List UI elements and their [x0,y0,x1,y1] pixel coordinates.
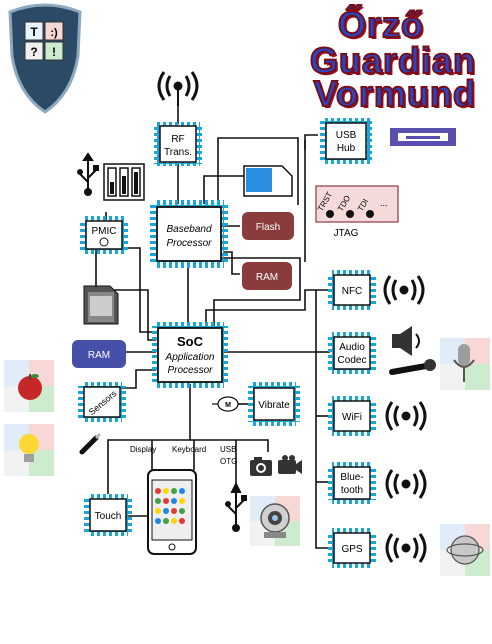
touch-label: Touch [95,511,122,522]
rf-label-1: RF [171,134,184,145]
gps-antenna-icon [385,533,427,563]
vibration-motor-icon: M [212,396,239,412]
vibrate-label: Vibrate [258,400,290,411]
ram-top-memory: RAM [242,262,292,290]
sd-card-icon [83,285,119,325]
usb-hub-chip: USB Hub [320,118,372,164]
otg-bus-label: OTG [220,457,237,466]
title-line-2: Guardian [309,39,476,82]
smartphone-icon [147,469,197,555]
bluetooth-label-1: Blue- [340,472,363,483]
video-camera-icon [278,455,302,474]
soc-application-processor-chip: SoC Application Processor [152,322,228,388]
lightbulb-badge-icon [4,424,54,476]
soc-sub-1: Application [165,352,215,363]
audio-codec-chip: Audio Codec [328,332,376,374]
pmic-chip: PMIC [80,216,128,254]
stylus-icon [79,432,102,455]
wifi-chip: WiFi [328,396,376,436]
vibrate-chip: Vibrate [248,382,300,426]
bluetooth-chip: Blue- tooth [328,462,376,504]
apple-badge-icon [4,360,54,412]
nfc-antenna-icon [383,275,425,305]
jtag-connector: TRST TDO TDI ... JTAG [315,185,399,239]
soc-label: SoC [177,334,204,349]
usb-symbol-icon [77,152,99,196]
rf-antenna-icon [157,71,199,106]
bluetooth-label-2: tooth [341,485,363,496]
jtag-label: JTAG [334,228,359,239]
satellite-badge-icon [440,524,490,576]
shield-cell-exclaim: ! [52,45,56,59]
webcam-badge-icon [250,496,300,546]
wifi-label: WiFi [342,412,362,423]
gps-chip: GPS [328,528,376,568]
wifi-antenna-icon [385,401,427,431]
baseband-processor-chip: Baseband Processor [150,200,228,268]
usb-hub-label-1: USB [336,130,357,141]
rf-label-2: Trans. [164,147,192,158]
flash-label: Flash [256,222,280,233]
jtag-pin-more: ... [380,198,388,208]
sim-card-icon [243,165,293,197]
baseband-label-2: Processor [166,238,212,249]
baseband-label-1: Baseband [166,224,211,235]
audio-label-1: Audio [339,342,365,353]
microphone-badge-icon [440,338,490,390]
pmic-label: PMIC [92,226,117,237]
shield-cell-smile: :) [50,27,58,39]
usb-bus-label: USB [220,445,236,454]
nfc-label: NFC [342,286,363,297]
shield-logo-icon: T :) ? ! [8,3,82,114]
shield-cell-question: ? [30,45,37,59]
shield-cell-t: T [30,25,38,39]
ram-top-label: RAM [256,272,278,283]
touch-chip: Touch [84,494,132,536]
keyboard-bus-label: Keyboard [172,445,206,454]
title-line-1: Őrző [337,3,424,46]
sensors-chip: Sensors [78,382,126,422]
usb-plug-icon [390,128,456,146]
soc-sub-2: Processor [167,365,213,376]
bluetooth-antenna-icon [385,469,427,499]
audio-label-2: Codec [338,355,367,366]
gps-label: GPS [341,544,362,555]
title-line-3: Vormund [313,72,476,115]
ram-left-label: RAM [88,350,110,361]
usb-otg-symbol-icon [225,481,247,532]
display-bus-label: Display [130,445,156,454]
ram-left-memory: RAM [72,340,126,368]
nfc-chip: NFC [328,270,376,310]
rf-trans-chip: RF Trans. [154,122,202,166]
motor-label: M [225,402,231,409]
camera-icon [250,457,272,476]
speaker-icon [392,326,420,356]
battery-icon [103,163,145,201]
usb-hub-label-2: Hub [337,143,356,154]
wires [95,106,330,549]
microphone-icon [389,359,436,375]
flash-memory: Flash [242,212,294,240]
